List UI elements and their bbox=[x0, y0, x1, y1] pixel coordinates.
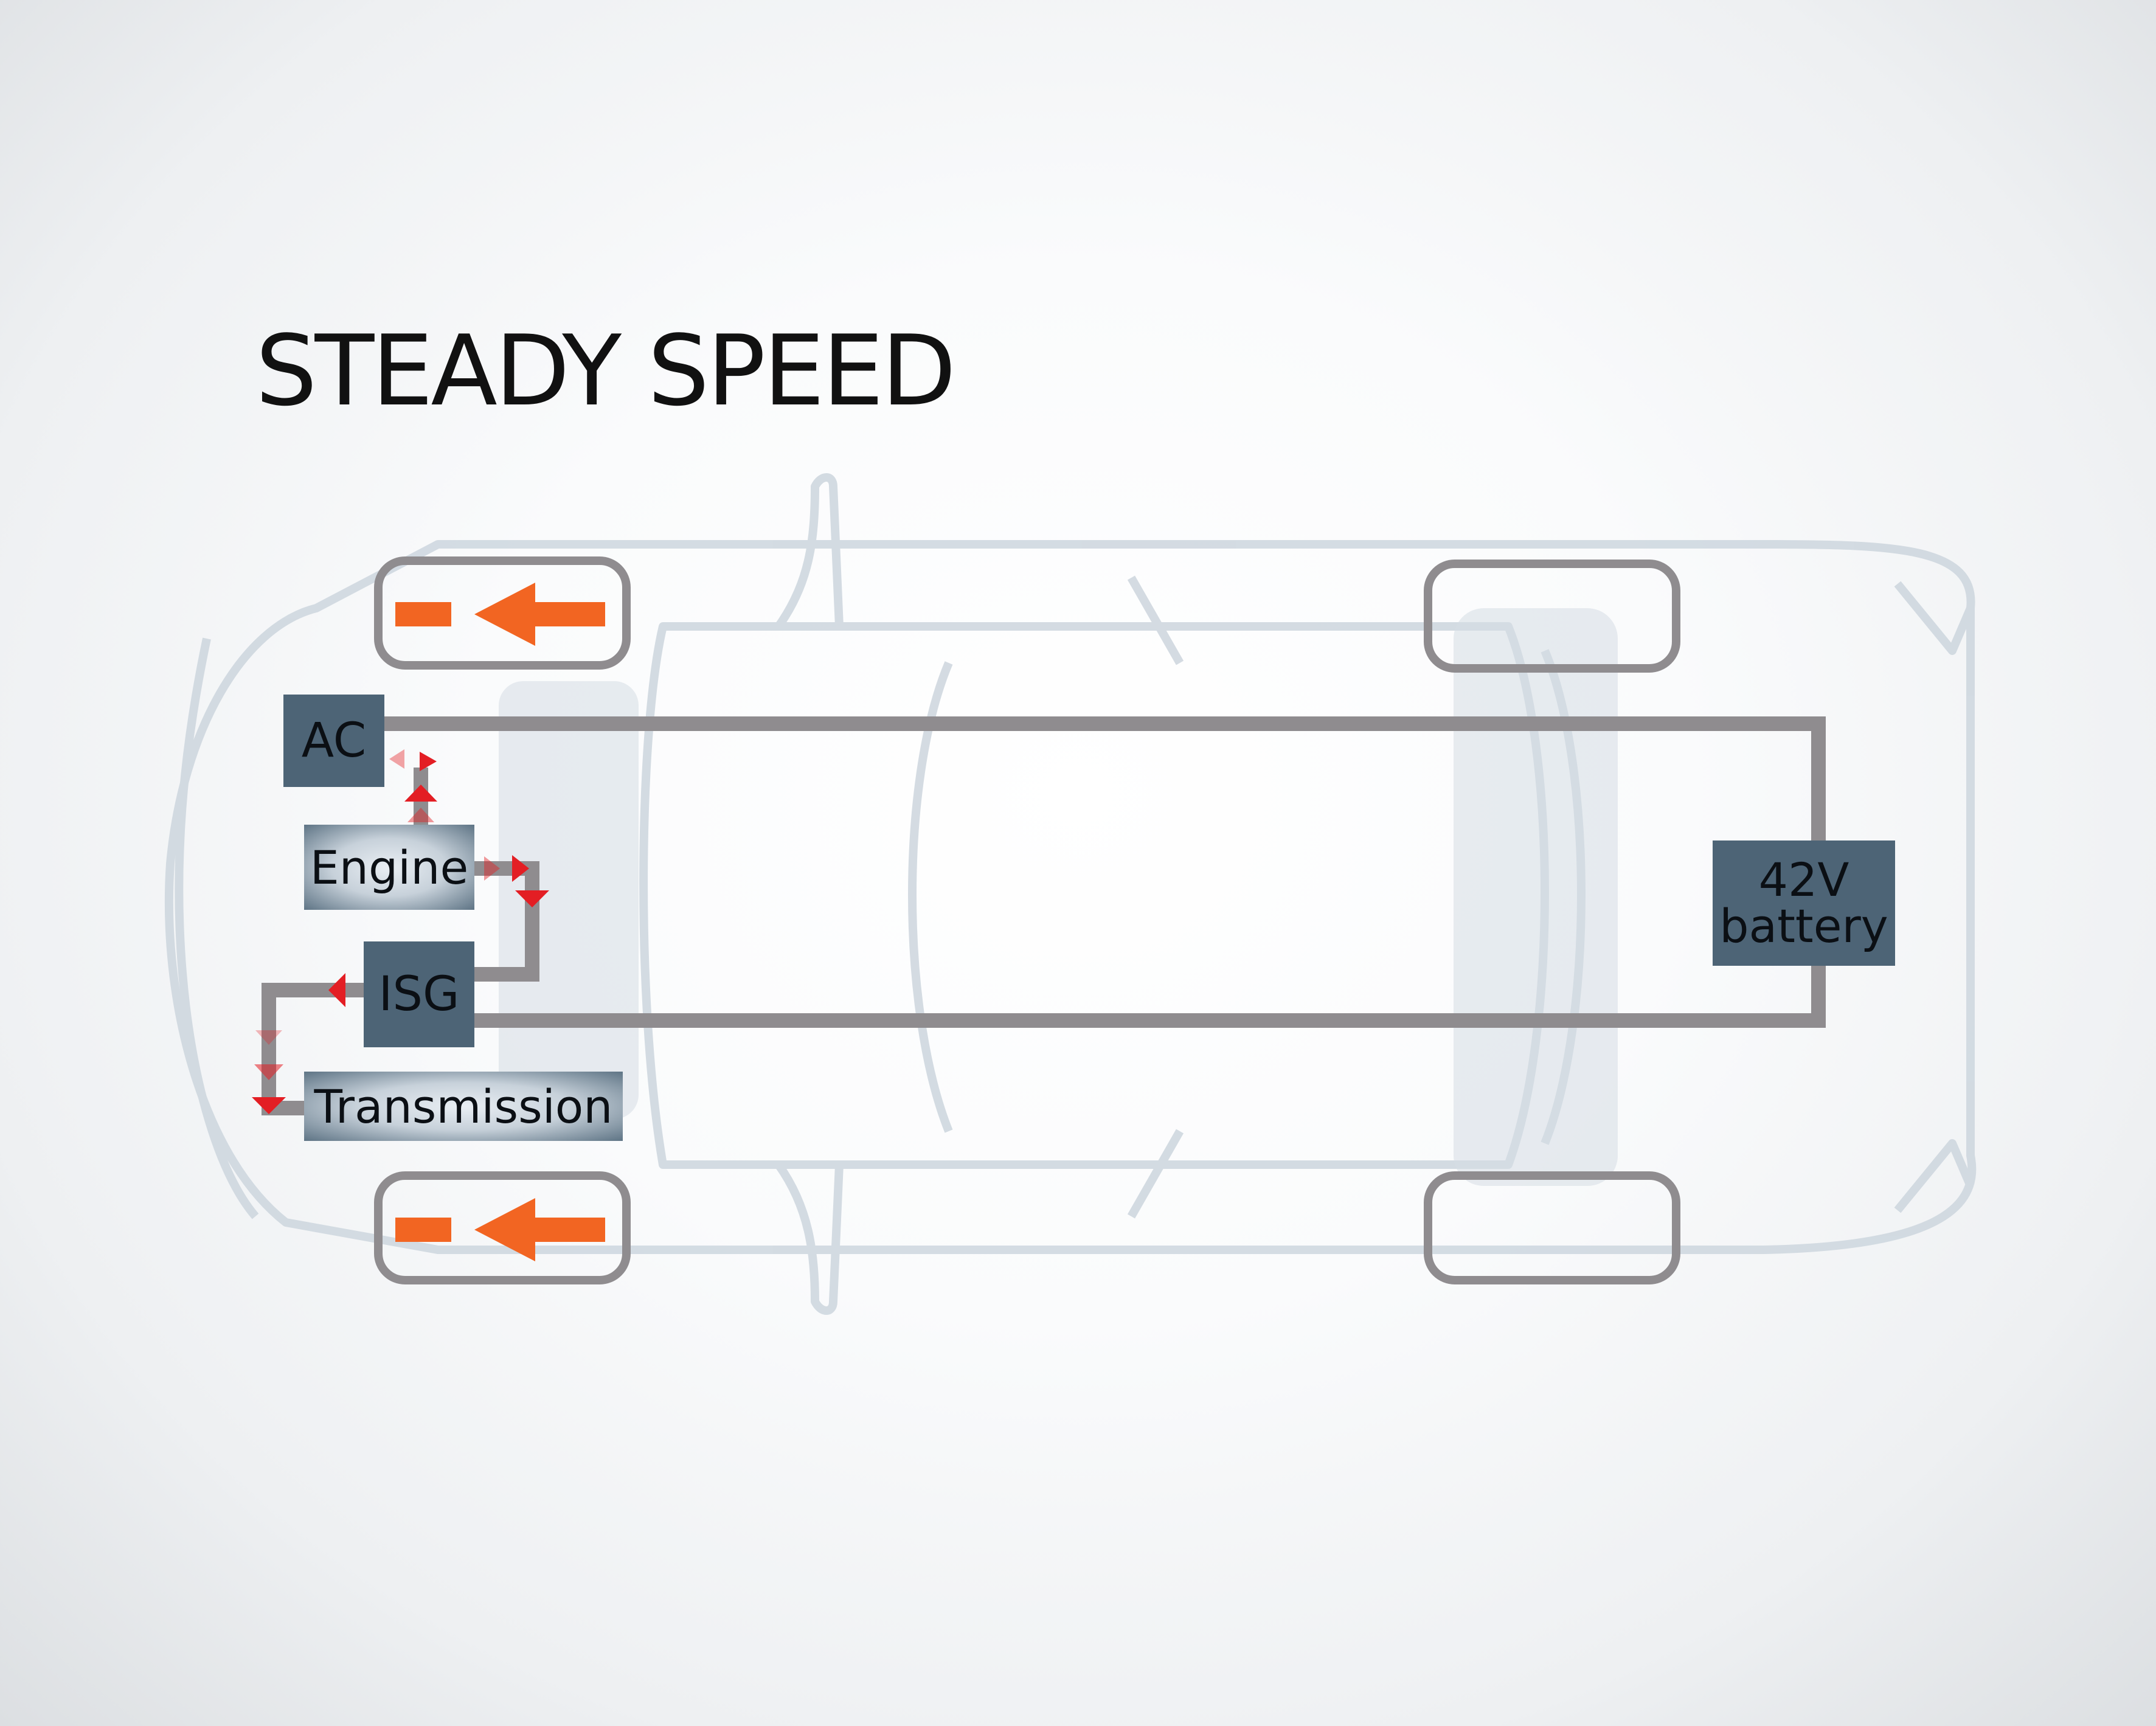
wheel-rear-right bbox=[1424, 1171, 1680, 1284]
isg-label: ISG bbox=[378, 967, 460, 1022]
energy-arrow-engine-ac bbox=[404, 785, 437, 802]
energy-arrow-to-transmission-faded-2 bbox=[255, 1030, 282, 1045]
energy-arrow-isg-out bbox=[328, 973, 345, 1007]
drive-arrow-front-right bbox=[395, 1198, 605, 1261]
circuit-line-isg-battery bbox=[474, 966, 1826, 1028]
transmission-component: Transmission bbox=[304, 1072, 623, 1141]
wheel-rear-left bbox=[1424, 560, 1680, 673]
energy-arrow-engine-ac-faded bbox=[407, 808, 434, 822]
wheel-front-left bbox=[374, 556, 631, 670]
isg-component: ISG bbox=[364, 941, 474, 1047]
energy-arrow-ac-in-faded bbox=[389, 749, 404, 769]
ac-component: AC bbox=[283, 695, 384, 787]
battery-component: 42V battery bbox=[1713, 840, 1895, 966]
engine-label: Engine bbox=[310, 840, 469, 895]
drive-arrow-front-left bbox=[395, 583, 605, 646]
energy-arrow-ac-in bbox=[420, 752, 437, 771]
page-title: STEADY SPEED bbox=[255, 314, 956, 428]
energy-arrow-to-transmission bbox=[252, 1097, 286, 1114]
wheel-front-right bbox=[374, 1171, 631, 1284]
battery-label-line1: 42V bbox=[1758, 853, 1849, 907]
energy-arrow-engine-out bbox=[512, 855, 529, 882]
connector-engine-isg bbox=[474, 861, 539, 982]
ac-label: AC bbox=[301, 713, 367, 768]
transmission-label: Transmission bbox=[314, 1079, 613, 1134]
engine-component: Engine bbox=[304, 825, 474, 910]
energy-arrow-engine-out-faded bbox=[484, 856, 500, 881]
energy-arrow-to-isg bbox=[515, 890, 549, 907]
connector-isg-transmission bbox=[262, 983, 364, 1115]
battery-label-line2: battery bbox=[1719, 899, 1888, 953]
energy-arrow-to-transmission-faded-1 bbox=[254, 1064, 283, 1080]
circuit-line-ac-battery bbox=[384, 716, 1826, 840]
